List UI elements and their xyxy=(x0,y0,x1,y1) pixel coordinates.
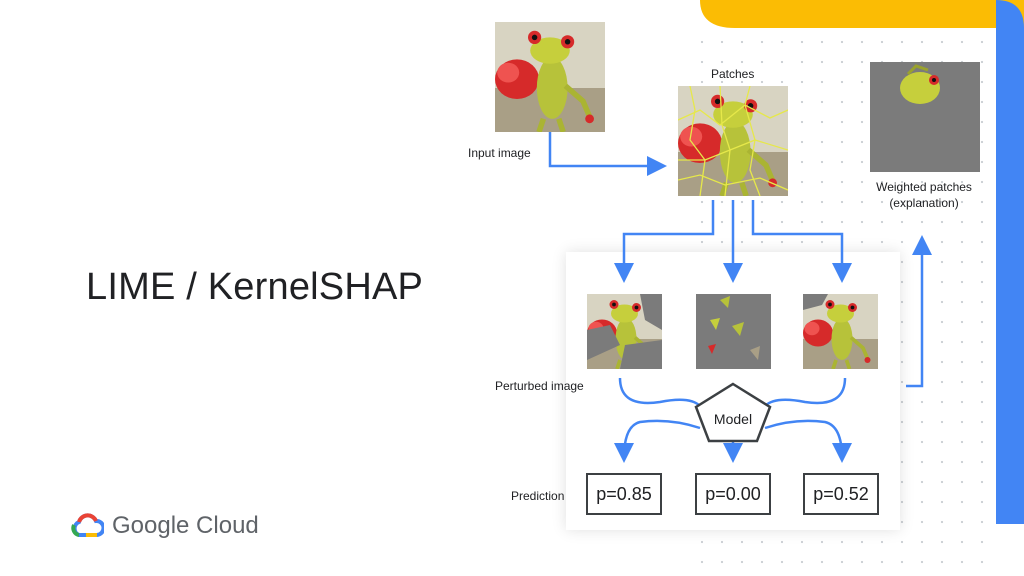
input-image-label: Input image xyxy=(468,146,531,160)
model-label: Model xyxy=(713,411,753,427)
arrow-to-perturbed-1 xyxy=(614,200,715,283)
patches-label: Patches xyxy=(711,67,755,81)
yellow-accent-bar xyxy=(700,0,1000,28)
weighted-patches-label: Weighted patches xyxy=(876,180,972,194)
blue-accent-bar xyxy=(996,0,1024,524)
arrow-to-perturbed-3 xyxy=(751,200,852,283)
perturbed-image-label: Perturbed image xyxy=(495,379,584,393)
prediction-label: Prediction xyxy=(511,489,565,503)
arrow-to-explanation xyxy=(906,235,932,388)
weighted-patches-image xyxy=(870,62,980,172)
slide-title: LIME / KernelSHAP xyxy=(86,266,424,308)
prediction-box-2: p=0.00 xyxy=(695,473,771,515)
brand-name: Google Cloud xyxy=(112,512,259,539)
arrow-model-to-prediction-1 xyxy=(614,419,701,463)
perturbed-image-1 xyxy=(587,294,662,369)
curve-perturbed-1-to-model xyxy=(618,377,701,407)
perturbed-image-2 xyxy=(696,294,771,369)
explanation-label: (explanation) xyxy=(889,196,959,210)
prediction-box-1: p=0.85 xyxy=(586,473,662,515)
prediction-box-3: p=0.52 xyxy=(803,473,879,515)
patches-image xyxy=(678,86,788,196)
curve-perturbed-3-to-model xyxy=(764,377,847,407)
perturbed-image-3 xyxy=(803,294,878,369)
cloud-icon xyxy=(71,513,104,537)
google-cloud-logo: Google Cloud xyxy=(70,512,259,540)
model-node xyxy=(694,382,772,443)
arrow-model-to-prediction-3 xyxy=(764,419,852,463)
arrow-input-to-patches xyxy=(548,132,667,176)
